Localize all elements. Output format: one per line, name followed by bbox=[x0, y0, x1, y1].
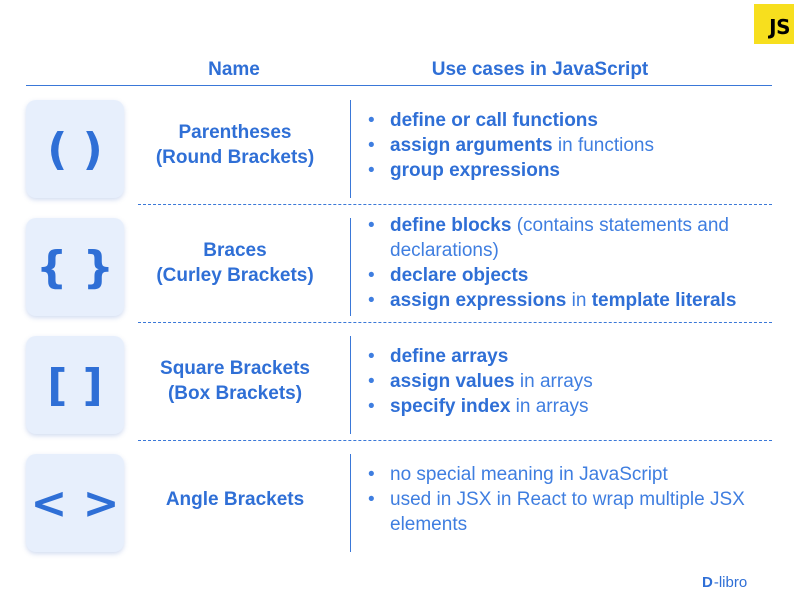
row-divider bbox=[138, 440, 772, 441]
bullet-icon: • bbox=[368, 370, 375, 392]
use-case-item: •define blocks (contains statements and … bbox=[368, 215, 729, 261]
use-case-item: •define or call functions bbox=[368, 109, 598, 131]
bullet-icon: • bbox=[368, 395, 375, 417]
column-divider bbox=[350, 218, 351, 316]
bullet-icon: • bbox=[368, 488, 375, 510]
bullet-icon: • bbox=[368, 290, 375, 311]
bullet-icon: • bbox=[368, 463, 375, 485]
bullet-icon: • bbox=[368, 109, 375, 131]
use-case-item: •assign arguments in functions bbox=[368, 134, 655, 156]
js-badge: JS bbox=[754, 4, 794, 44]
bullet-icon: • bbox=[368, 159, 375, 181]
bracket-name-line: Square Brackets bbox=[160, 358, 310, 379]
bullet-icon: • bbox=[368, 265, 375, 286]
use-case-list: •define or call functions •assign argume… bbox=[368, 86, 773, 204]
bracket-name-line: (Box Brackets) bbox=[167, 383, 303, 404]
logo-text: -libro bbox=[713, 573, 748, 591]
header-divider bbox=[26, 85, 772, 86]
column-divider bbox=[350, 454, 351, 552]
table-row: ( ) Parentheses (Round Brackets) •define… bbox=[0, 86, 800, 205]
use-case-list: •define blocks (contains statements and … bbox=[368, 204, 773, 322]
use-case-item: •group expressions bbox=[368, 159, 560, 181]
column-divider bbox=[350, 100, 351, 198]
angle-brackets-icon: < > bbox=[26, 454, 124, 552]
braces-icon: { } bbox=[26, 218, 124, 316]
square-brackets-icon: [ ] bbox=[26, 336, 124, 434]
table-row: < > Angle Brackets • no special meaning … bbox=[0, 440, 800, 558]
use-case-item: • used in JSX in React to wrap multiple … bbox=[368, 488, 745, 535]
bullet-icon: • bbox=[368, 215, 375, 236]
bracket-name-line: Parentheses bbox=[178, 122, 292, 143]
parentheses-icon: ( ) bbox=[26, 100, 124, 198]
bracket-name-line: (Round Brackets) bbox=[155, 147, 315, 168]
use-case-item: •assign values in arrays bbox=[368, 370, 593, 392]
use-case-item: • no special meaning in JavaScript bbox=[368, 463, 668, 485]
bracket-name: Angle Brackets bbox=[134, 440, 336, 558]
bracket-name-line: Braces bbox=[203, 240, 267, 261]
row-divider bbox=[138, 322, 772, 323]
bracket-name-line: Angle Brackets bbox=[165, 488, 305, 510]
use-case-item: •specify index in arrays bbox=[368, 395, 589, 417]
use-case-item: •declare objects bbox=[368, 265, 529, 286]
logo-mark: D bbox=[702, 573, 713, 591]
use-case-list: •define arrays •assign values in arrays … bbox=[368, 322, 773, 440]
d-libro-logo: D -libro bbox=[702, 572, 747, 592]
bracket-name: Braces (Curley Brackets) bbox=[134, 204, 336, 322]
bullet-icon: • bbox=[368, 345, 375, 367]
use-case-list: • no special meaning in JavaScript • use… bbox=[368, 440, 773, 558]
bracket-name: Square Brackets (Box Brackets) bbox=[134, 322, 336, 440]
column-header-use-cases: Use cases in JavaScript bbox=[431, 59, 649, 80]
bracket-name: Parentheses (Round Brackets) bbox=[134, 86, 336, 204]
table-row: { } Braces (Curley Brackets) •define blo… bbox=[0, 204, 800, 323]
row-divider bbox=[138, 204, 772, 205]
column-header-name: Name bbox=[208, 59, 260, 80]
use-case-item: •assign expressions in template literals bbox=[368, 290, 737, 311]
column-divider bbox=[350, 336, 351, 434]
table-row: [ ] Square Brackets (Box Brackets) •defi… bbox=[0, 322, 800, 441]
bracket-name-line: (Curley Brackets) bbox=[156, 265, 314, 286]
bullet-icon: • bbox=[368, 134, 375, 156]
use-case-item: •define arrays bbox=[368, 345, 509, 367]
